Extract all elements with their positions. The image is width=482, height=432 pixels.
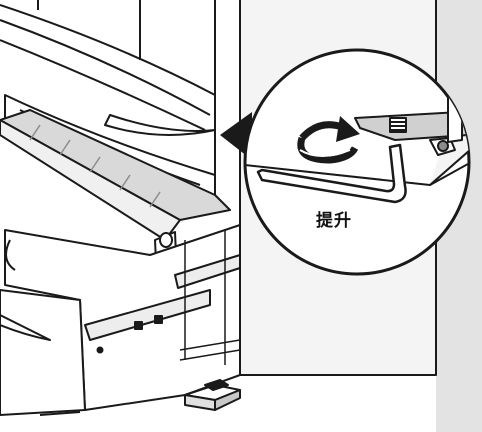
clockwise-rotation-arrow-icon (297, 116, 360, 164)
leveling-foot (184, 379, 241, 411)
leveling-screw (389, 117, 407, 133)
lift-label: 提升 (316, 211, 352, 231)
lower-drawer (0, 224, 241, 416)
hex-key-icon (256, 143, 407, 204)
callout-pointer-triangle-icon (220, 112, 252, 160)
leveling-bracket (354, 111, 469, 141)
freezer-drawer (0, 94, 231, 306)
zoom-detail-circle (243, 48, 471, 276)
